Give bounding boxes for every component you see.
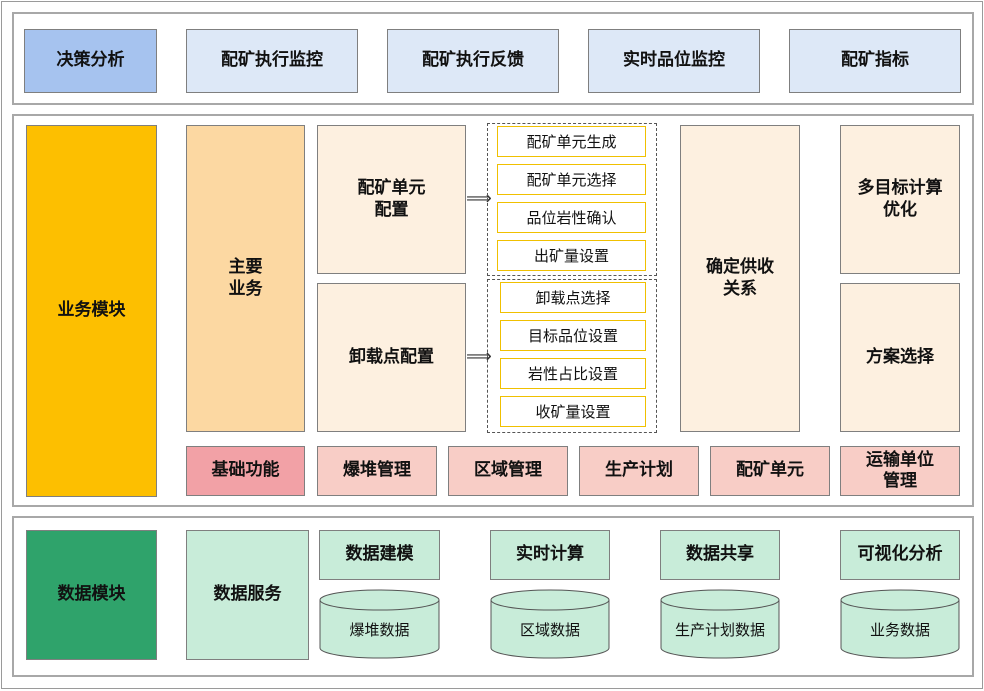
data-function-box: 数据共享: [660, 530, 780, 580]
data-store-label: 爆堆数据: [349, 621, 410, 639]
basic-item-box: 区域管理: [448, 446, 568, 496]
unload-config-item: 卸载点选择: [500, 282, 646, 313]
data-store-label: 区域数据: [519, 621, 580, 639]
basic-item-box: 运输单位 管理: [840, 446, 960, 496]
basic-function-box: 基础功能: [186, 446, 305, 496]
database-icon: 业务数据: [840, 589, 960, 659]
top-item-box: 实时品位监控: [588, 29, 760, 93]
data-module-box: 数据模块: [26, 530, 157, 660]
unit-config-item: 配矿单元选择: [497, 164, 646, 195]
business-panel: [12, 114, 974, 507]
basic-item-box: 爆堆管理: [317, 446, 437, 496]
data-store-label: 生产计划数据: [674, 621, 765, 639]
unload-config-item: 岩性占比设置: [500, 358, 646, 389]
unload-config-box: 卸载点配置: [317, 283, 466, 432]
plan-selection-box: 方案选择: [840, 283, 960, 432]
data-service-box: 数据服务: [186, 530, 309, 660]
unit-config-item: 出矿量设置: [497, 240, 646, 271]
data-function-box: 实时计算: [490, 530, 610, 580]
data-function-box: 可视化分析: [840, 530, 960, 580]
basic-item-box: 配矿单元: [710, 446, 830, 496]
unit-config-group: [487, 123, 657, 276]
multi-objective-box: 多目标计算 优化: [840, 125, 960, 274]
top-item-box: 配矿执行监控: [186, 29, 358, 93]
database-icon: 区域数据: [490, 589, 610, 659]
decision-analysis-box: 决策分析: [24, 29, 157, 93]
database-icon: 爆堆数据: [319, 589, 440, 659]
database-icon: 生产计划数据: [660, 589, 780, 659]
top-item-box: 配矿执行反馈: [387, 29, 559, 93]
business-module-box: 业务模块: [26, 125, 157, 497]
arrow-icon: ⟹: [466, 346, 492, 367]
unload-config-group: [487, 279, 657, 433]
supply-relation-box: 确定供收 关系: [680, 125, 800, 432]
unit-config-item: 品位岩性确认: [497, 202, 646, 233]
unload-config-item: 目标品位设置: [500, 320, 646, 351]
arrow-icon: ⟹: [466, 188, 492, 209]
unit-config-box: 配矿单元 配置: [317, 125, 466, 274]
data-store-label: 业务数据: [869, 621, 930, 639]
unload-config-item: 收矿量设置: [500, 396, 646, 427]
data-function-box: 数据建模: [319, 530, 440, 580]
top-item-box: 配矿指标: [789, 29, 961, 93]
unit-config-item: 配矿单元生成: [497, 126, 646, 157]
basic-item-box: 生产计划: [579, 446, 699, 496]
main-business-box: 主要 业务: [186, 125, 305, 432]
